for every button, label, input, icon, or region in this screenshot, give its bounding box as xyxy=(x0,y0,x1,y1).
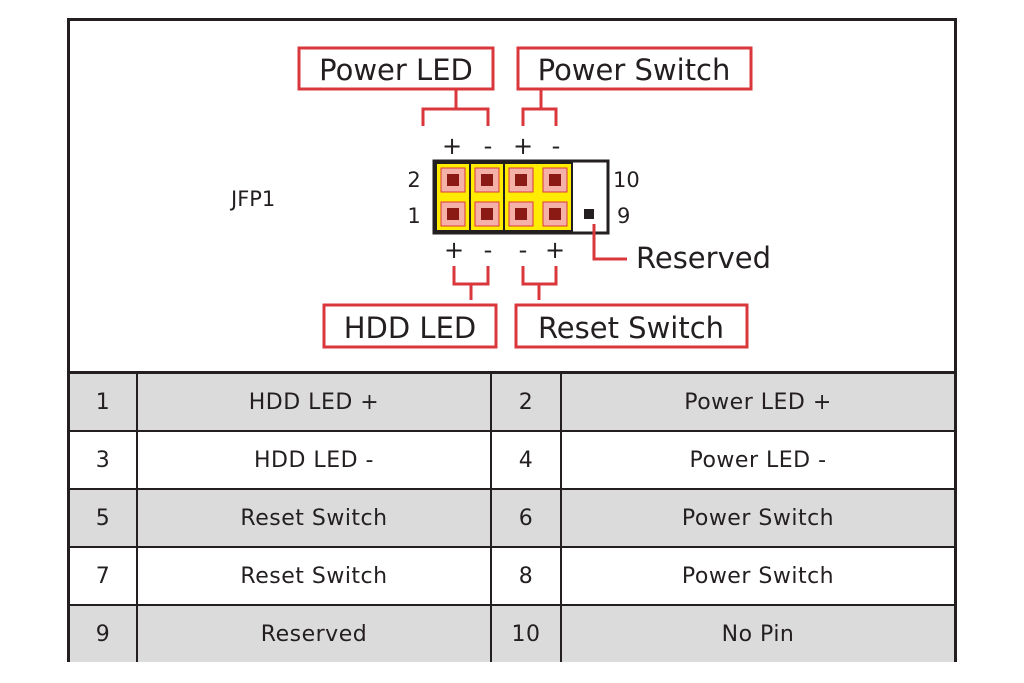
pin-4 xyxy=(474,167,500,193)
signal-name-cell: Reset Switch xyxy=(136,488,492,548)
polarity-top-1: + xyxy=(442,132,462,160)
pin-number-cell: 1 xyxy=(70,371,138,432)
pin-1 xyxy=(440,201,466,227)
reset-switch-label: Reset Switch xyxy=(538,311,724,345)
polarity-top-4: - xyxy=(552,132,561,160)
reset-switch-callout-box xyxy=(514,303,749,349)
table-row: 1 HDD LED + 2 Power LED + xyxy=(70,371,954,432)
pin-number-cell: 7 xyxy=(70,546,138,606)
table-row: 3 HDD LED - 4 Power LED - xyxy=(70,430,954,490)
pin-number-cell: 8 xyxy=(490,546,562,606)
pin-number-1: 1 xyxy=(407,204,420,228)
pin-number-cell: 6 xyxy=(490,488,562,548)
pin-number-cell: 4 xyxy=(490,430,562,490)
signal-name-cell: HDD LED - xyxy=(136,430,492,490)
pin-2 xyxy=(440,167,466,193)
pin-number-cell: 9 xyxy=(70,604,138,662)
pin-number-cell: 3 xyxy=(70,430,138,490)
pin-number-cell: 10 xyxy=(490,604,562,662)
pin-number-9: 9 xyxy=(617,204,630,228)
signal-name-cell: Power Switch xyxy=(560,546,954,606)
hdd-led-bracket xyxy=(452,266,490,300)
signal-name-cell: HDD LED + xyxy=(136,371,492,432)
table-row: 5 Reset Switch 6 Power Switch xyxy=(70,488,954,548)
table-row: 9 Reserved 10 No Pin xyxy=(70,604,954,662)
pin-9-reserved xyxy=(584,209,594,219)
pinout-frame: JFP1 Power LED Power Switch + - + - 2 1 … xyxy=(67,18,957,662)
pin-7 xyxy=(542,201,568,227)
reset-switch-bracket xyxy=(521,266,558,300)
pin-number-cell: 2 xyxy=(490,371,562,432)
power-led-label: Power LED xyxy=(319,53,473,87)
signal-name-cell: No Pin xyxy=(560,604,954,662)
polarity-bottom-3: - xyxy=(519,236,528,264)
hdd-led-label: HDD LED xyxy=(344,311,477,345)
polarity-top-2: - xyxy=(484,132,493,160)
pin-6 xyxy=(508,167,534,193)
signal-name-cell: Reset Switch xyxy=(136,546,492,606)
pin-number-cell: 5 xyxy=(70,488,138,548)
table-row: 7 Reset Switch 8 Power Switch xyxy=(70,546,954,606)
pin-number-10: 10 xyxy=(613,168,640,192)
pin-number-2: 2 xyxy=(407,168,420,192)
pin-5 xyxy=(508,201,534,227)
jfp1-connector-diagram: JFP1 Power LED Power Switch + - + - 2 1 … xyxy=(229,46,771,349)
connector-name: JFP1 xyxy=(229,187,275,211)
signal-name-cell: Reserved xyxy=(136,604,492,662)
power-switch-label: Power Switch xyxy=(538,53,731,87)
hdd-led-callout-box xyxy=(322,303,498,349)
pin-8 xyxy=(542,167,568,193)
signal-name-cell: Power LED + xyxy=(560,371,954,432)
power-led-callout-box xyxy=(297,46,495,91)
power-switch-bracket xyxy=(521,89,558,126)
power-led-bracket xyxy=(421,89,490,126)
polarity-top-3: + xyxy=(513,132,533,160)
reserved-leader-line xyxy=(592,224,627,261)
pin-3 xyxy=(474,201,500,227)
reserved-label: Reserved xyxy=(636,241,771,275)
signal-name-cell: Power Switch xyxy=(560,488,954,548)
power-switch-callout-box xyxy=(516,46,753,91)
pin-definition-table: 1 HDD LED + 2 Power LED + 3 HDD LED - 4 … xyxy=(70,371,954,662)
polarity-bottom-2: - xyxy=(484,236,493,264)
polarity-bottom-4: + xyxy=(545,236,565,264)
signal-name-cell: Power LED - xyxy=(560,430,954,490)
polarity-bottom-1: + xyxy=(444,236,464,264)
